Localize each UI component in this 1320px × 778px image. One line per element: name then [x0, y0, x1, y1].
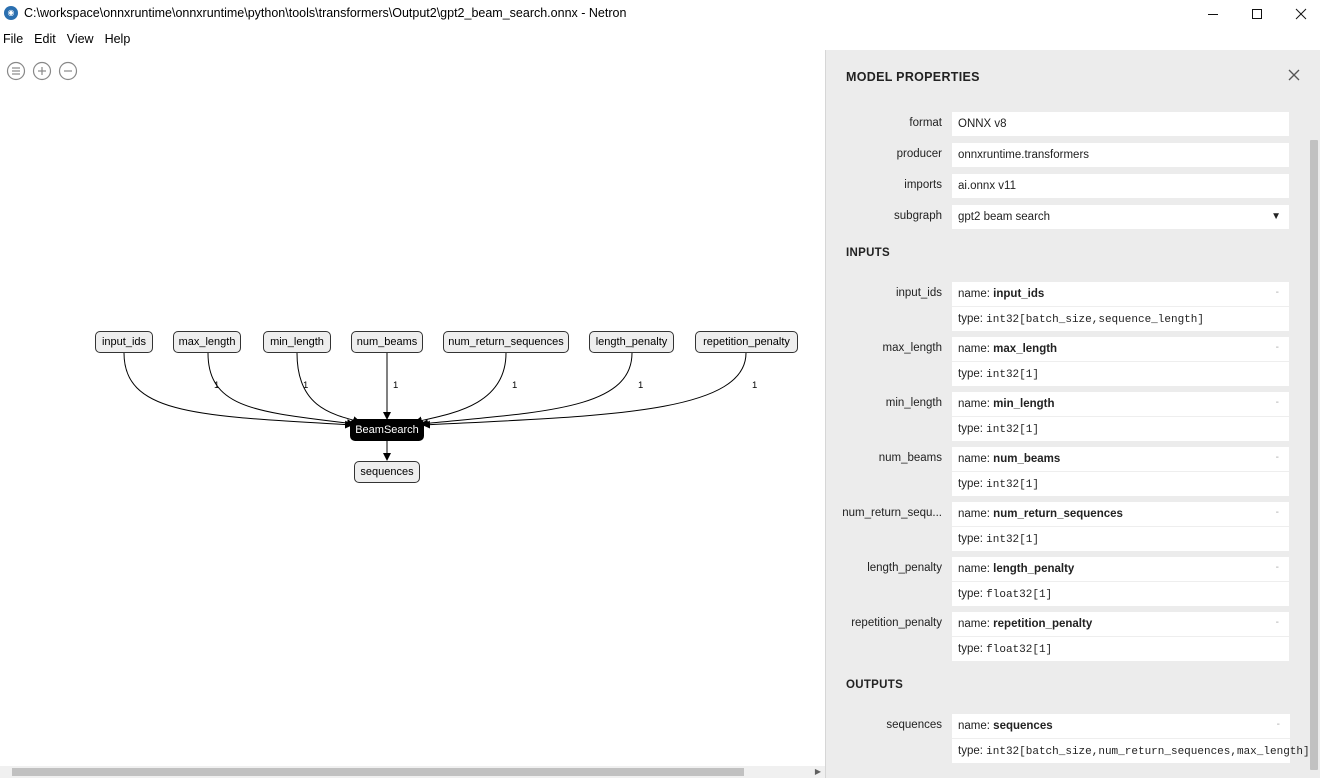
horizontal-scrollbar[interactable]: ▶ — [0, 766, 825, 778]
panel-close-button[interactable] — [1286, 67, 1302, 83]
input-arg-num-beams: name: num_beams - type: int32[1] — [952, 447, 1289, 496]
input-label-max-length: max_length — [882, 342, 942, 354]
prop-value-imports: ai.onnx v11 — [952, 174, 1289, 198]
graph-input-min-length[interactable]: min_length — [263, 331, 331, 353]
horizontal-scrollbar-thumb[interactable] — [12, 768, 744, 776]
close-icon — [1288, 69, 1300, 81]
title-bar: ◉ C:\workspace\onnxruntime\onnxruntime\p… — [0, 0, 1320, 28]
menu-view[interactable]: View — [66, 32, 94, 46]
graph-input-max-length[interactable]: max_length — [173, 331, 241, 353]
subgraph-select[interactable]: gpt2 beam search ▼ — [952, 205, 1289, 229]
edge-repetition-penalty — [422, 352, 747, 429]
input-arg-input-ids: name: input_ids - type: int32[batch_size… — [952, 282, 1289, 331]
subgraph-selected-value: gpt2 beam search — [958, 211, 1051, 223]
input-label-repetition-penalty: repetition_penalty — [851, 617, 942, 629]
zoom-out-button[interactable] — [58, 61, 78, 81]
graph-output-sequences[interactable]: sequences — [354, 461, 420, 483]
maximize-icon — [1252, 9, 1262, 19]
close-icon — [1295, 8, 1307, 20]
expand-icon[interactable]: - — [1276, 719, 1280, 730]
input-label-num-beams: num_beams — [878, 452, 942, 464]
edge-label-num-beams: 1 — [393, 380, 399, 391]
maximize-button[interactable] — [1234, 0, 1280, 28]
edge-label-length-penalty: 1 — [638, 380, 644, 391]
minimize-icon — [1208, 14, 1218, 15]
expand-icon[interactable]: - — [1275, 397, 1279, 408]
input-arg-num-return-sequences: name: num_return_sequences - type: int32… — [952, 502, 1289, 551]
edge-label-min-length: 1 — [303, 380, 309, 391]
edge-min-length — [296, 352, 361, 425]
minimize-button[interactable] — [1190, 0, 1236, 28]
panel-title: MODEL PROPERTIES — [846, 70, 980, 84]
input-arg-min-length: name: min_length - type: int32[1] — [952, 392, 1289, 441]
chevron-down-icon[interactable]: ▼ — [1271, 211, 1281, 222]
graph-input-repetition-penalty[interactable]: repetition_penalty — [695, 331, 798, 353]
vertical-scrollbar-thumb[interactable] — [1310, 140, 1318, 770]
menu-help[interactable]: Help — [104, 32, 131, 46]
prop-label-subgraph: subgraph — [894, 210, 942, 222]
graph-canvas[interactable]: input_ids max_length min_length num_beam… — [0, 50, 825, 766]
zoom-out-icon — [58, 61, 78, 81]
input-label-length-penalty: length_penalty — [867, 562, 942, 574]
close-window-button[interactable] — [1278, 0, 1320, 28]
input-label-num-return-sequences: num_return_sequ... — [842, 507, 942, 519]
prop-label-producer: producer — [896, 148, 942, 160]
output-label-sequences: sequences — [886, 719, 942, 731]
model-properties-panel: MODEL PROPERTIES format ONNX v8 producer… — [825, 50, 1320, 778]
expand-icon[interactable]: - — [1275, 287, 1279, 298]
outputs-section-title: OUTPUTS — [846, 679, 904, 691]
prop-label-imports: imports — [904, 179, 942, 191]
graph-input-input-ids[interactable]: input_ids — [95, 331, 153, 353]
graph-input-num-return-sequences[interactable]: num_return_sequences — [443, 331, 569, 353]
expand-icon[interactable]: - — [1275, 507, 1279, 518]
edge-label-num-return-sequences: 1 — [512, 380, 518, 391]
edge-num-return-sequences — [414, 352, 507, 425]
expand-icon[interactable]: - — [1275, 342, 1279, 353]
prop-value-format: ONNX v8 — [952, 112, 1289, 136]
prop-value-producer: onnxruntime.transformers — [952, 143, 1289, 167]
input-arg-repetition-penalty: name: repetition_penalty - type: float32… — [952, 612, 1289, 661]
window-title: C:\workspace\onnxruntime\onnxruntime\pyt… — [24, 6, 627, 20]
zoom-in-icon — [32, 61, 52, 81]
expand-icon[interactable]: - — [1275, 562, 1279, 573]
inputs-section-title: INPUTS — [846, 247, 890, 259]
edge-max-length — [207, 352, 355, 428]
expand-icon[interactable]: - — [1275, 452, 1279, 463]
edge-length-penalty — [420, 352, 633, 428]
edge-input-ids — [123, 352, 353, 429]
zoom-in-button[interactable] — [32, 61, 52, 81]
netron-icon: ◉ — [4, 6, 18, 20]
edge-label-repetition-penalty: 1 — [752, 380, 758, 391]
graph-input-length-penalty[interactable]: length_penalty — [589, 331, 674, 353]
menu-file[interactable]: File — [3, 32, 24, 46]
scroll-right-icon[interactable]: ▶ — [814, 767, 821, 776]
menu-edit[interactable]: Edit — [34, 32, 56, 46]
input-label-min-length: min_length — [885, 397, 942, 409]
expand-icon[interactable]: - — [1275, 617, 1279, 628]
menu-bar: File Edit View Help — [0, 28, 141, 50]
input-arg-max-length: name: max_length - type: int32[1] — [952, 337, 1289, 386]
input-arg-length-penalty: name: length_penalty - type: float32[1] — [952, 557, 1289, 606]
toolbar — [6, 61, 78, 81]
graph-edges — [123, 352, 747, 461]
output-arg-sequences: name: sequences - type: int32[batch_size… — [952, 714, 1310, 763]
prop-label-format: format — [909, 117, 942, 129]
sidebar-toggle-button[interactable] — [6, 61, 26, 81]
graph-node-beamsearch[interactable]: BeamSearch — [350, 419, 424, 441]
edge-label-max-length: 1 — [214, 380, 220, 391]
graph-input-num-beams[interactable]: num_beams — [351, 331, 423, 353]
list-icon — [6, 61, 26, 81]
input-label-input-ids: input_ids — [895, 287, 942, 299]
